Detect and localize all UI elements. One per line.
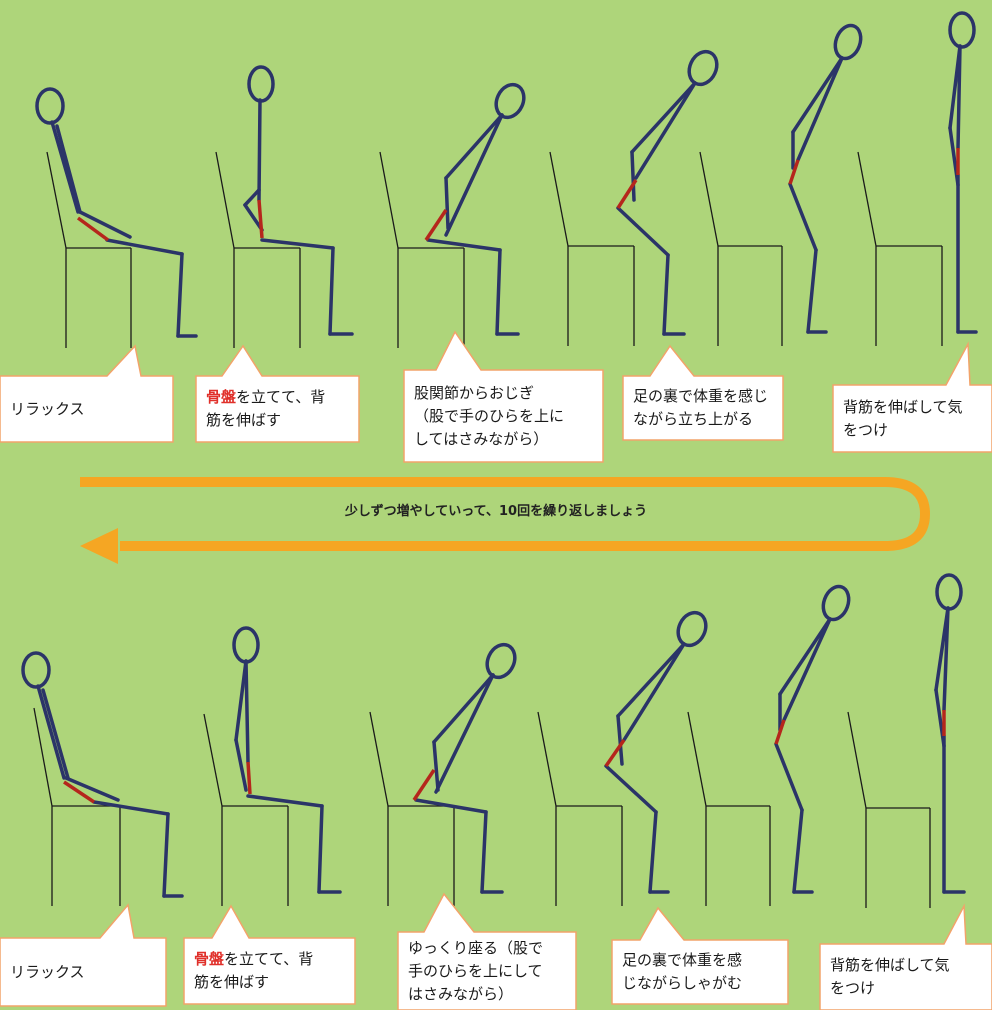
figure-lowering <box>776 583 853 892</box>
chair <box>370 712 454 906</box>
pelvis-highlight <box>414 770 434 800</box>
figure-relax <box>37 89 196 336</box>
chair <box>700 152 782 346</box>
figure-bow <box>428 80 529 334</box>
chair <box>848 712 930 908</box>
figure-pelvis-up <box>245 67 352 334</box>
figure-standing <box>950 13 976 332</box>
figure-pelvis-up <box>234 628 340 892</box>
pelvis-highlight <box>259 200 262 238</box>
figure-standing <box>936 575 964 892</box>
callout-relax: リラックス <box>0 377 173 441</box>
callout-crouch: 足の裏で体重を感 じながらしゃがむ <box>612 941 788 1003</box>
chair <box>688 712 770 906</box>
pelvis-highlight <box>78 218 108 240</box>
pelvis-highlight <box>426 210 446 240</box>
chair <box>47 152 131 348</box>
figure-rising <box>790 22 865 332</box>
chair <box>34 708 120 906</box>
callout-attention: 背筋を伸ばして気 をつけ <box>820 945 992 1009</box>
callout-sit-slowly: ゆっくり座る（股で 手のひらを上にして はさみながら） <box>398 933 576 1009</box>
chair <box>550 152 634 346</box>
chair <box>538 712 622 906</box>
callout-pelvis-up: 骨盤を立てて、背 筋を伸ばす <box>184 939 355 1003</box>
callout-attention: 背筋を伸ばして気 をつけ <box>833 386 992 451</box>
callout-pelvis-up: 骨盤を立てて、背 筋を伸ばす <box>196 377 359 441</box>
repeat-instruction: 少しずつ増やしていって、10回を繰り返しましょう <box>0 500 992 519</box>
pelvis-highlight <box>248 762 250 794</box>
chair <box>858 152 942 346</box>
callout-stand-up: 足の裏で体重を感じ ながら立ち上がる <box>623 377 783 439</box>
callout-relax: リラックス <box>0 939 166 1005</box>
figure-sit-down <box>416 640 520 892</box>
chair <box>380 152 464 348</box>
callout-bow: 股関節からおじぎ （股で手のひらを上に してはさみながら） <box>404 371 603 461</box>
flow-arrowhead <box>80 528 118 564</box>
